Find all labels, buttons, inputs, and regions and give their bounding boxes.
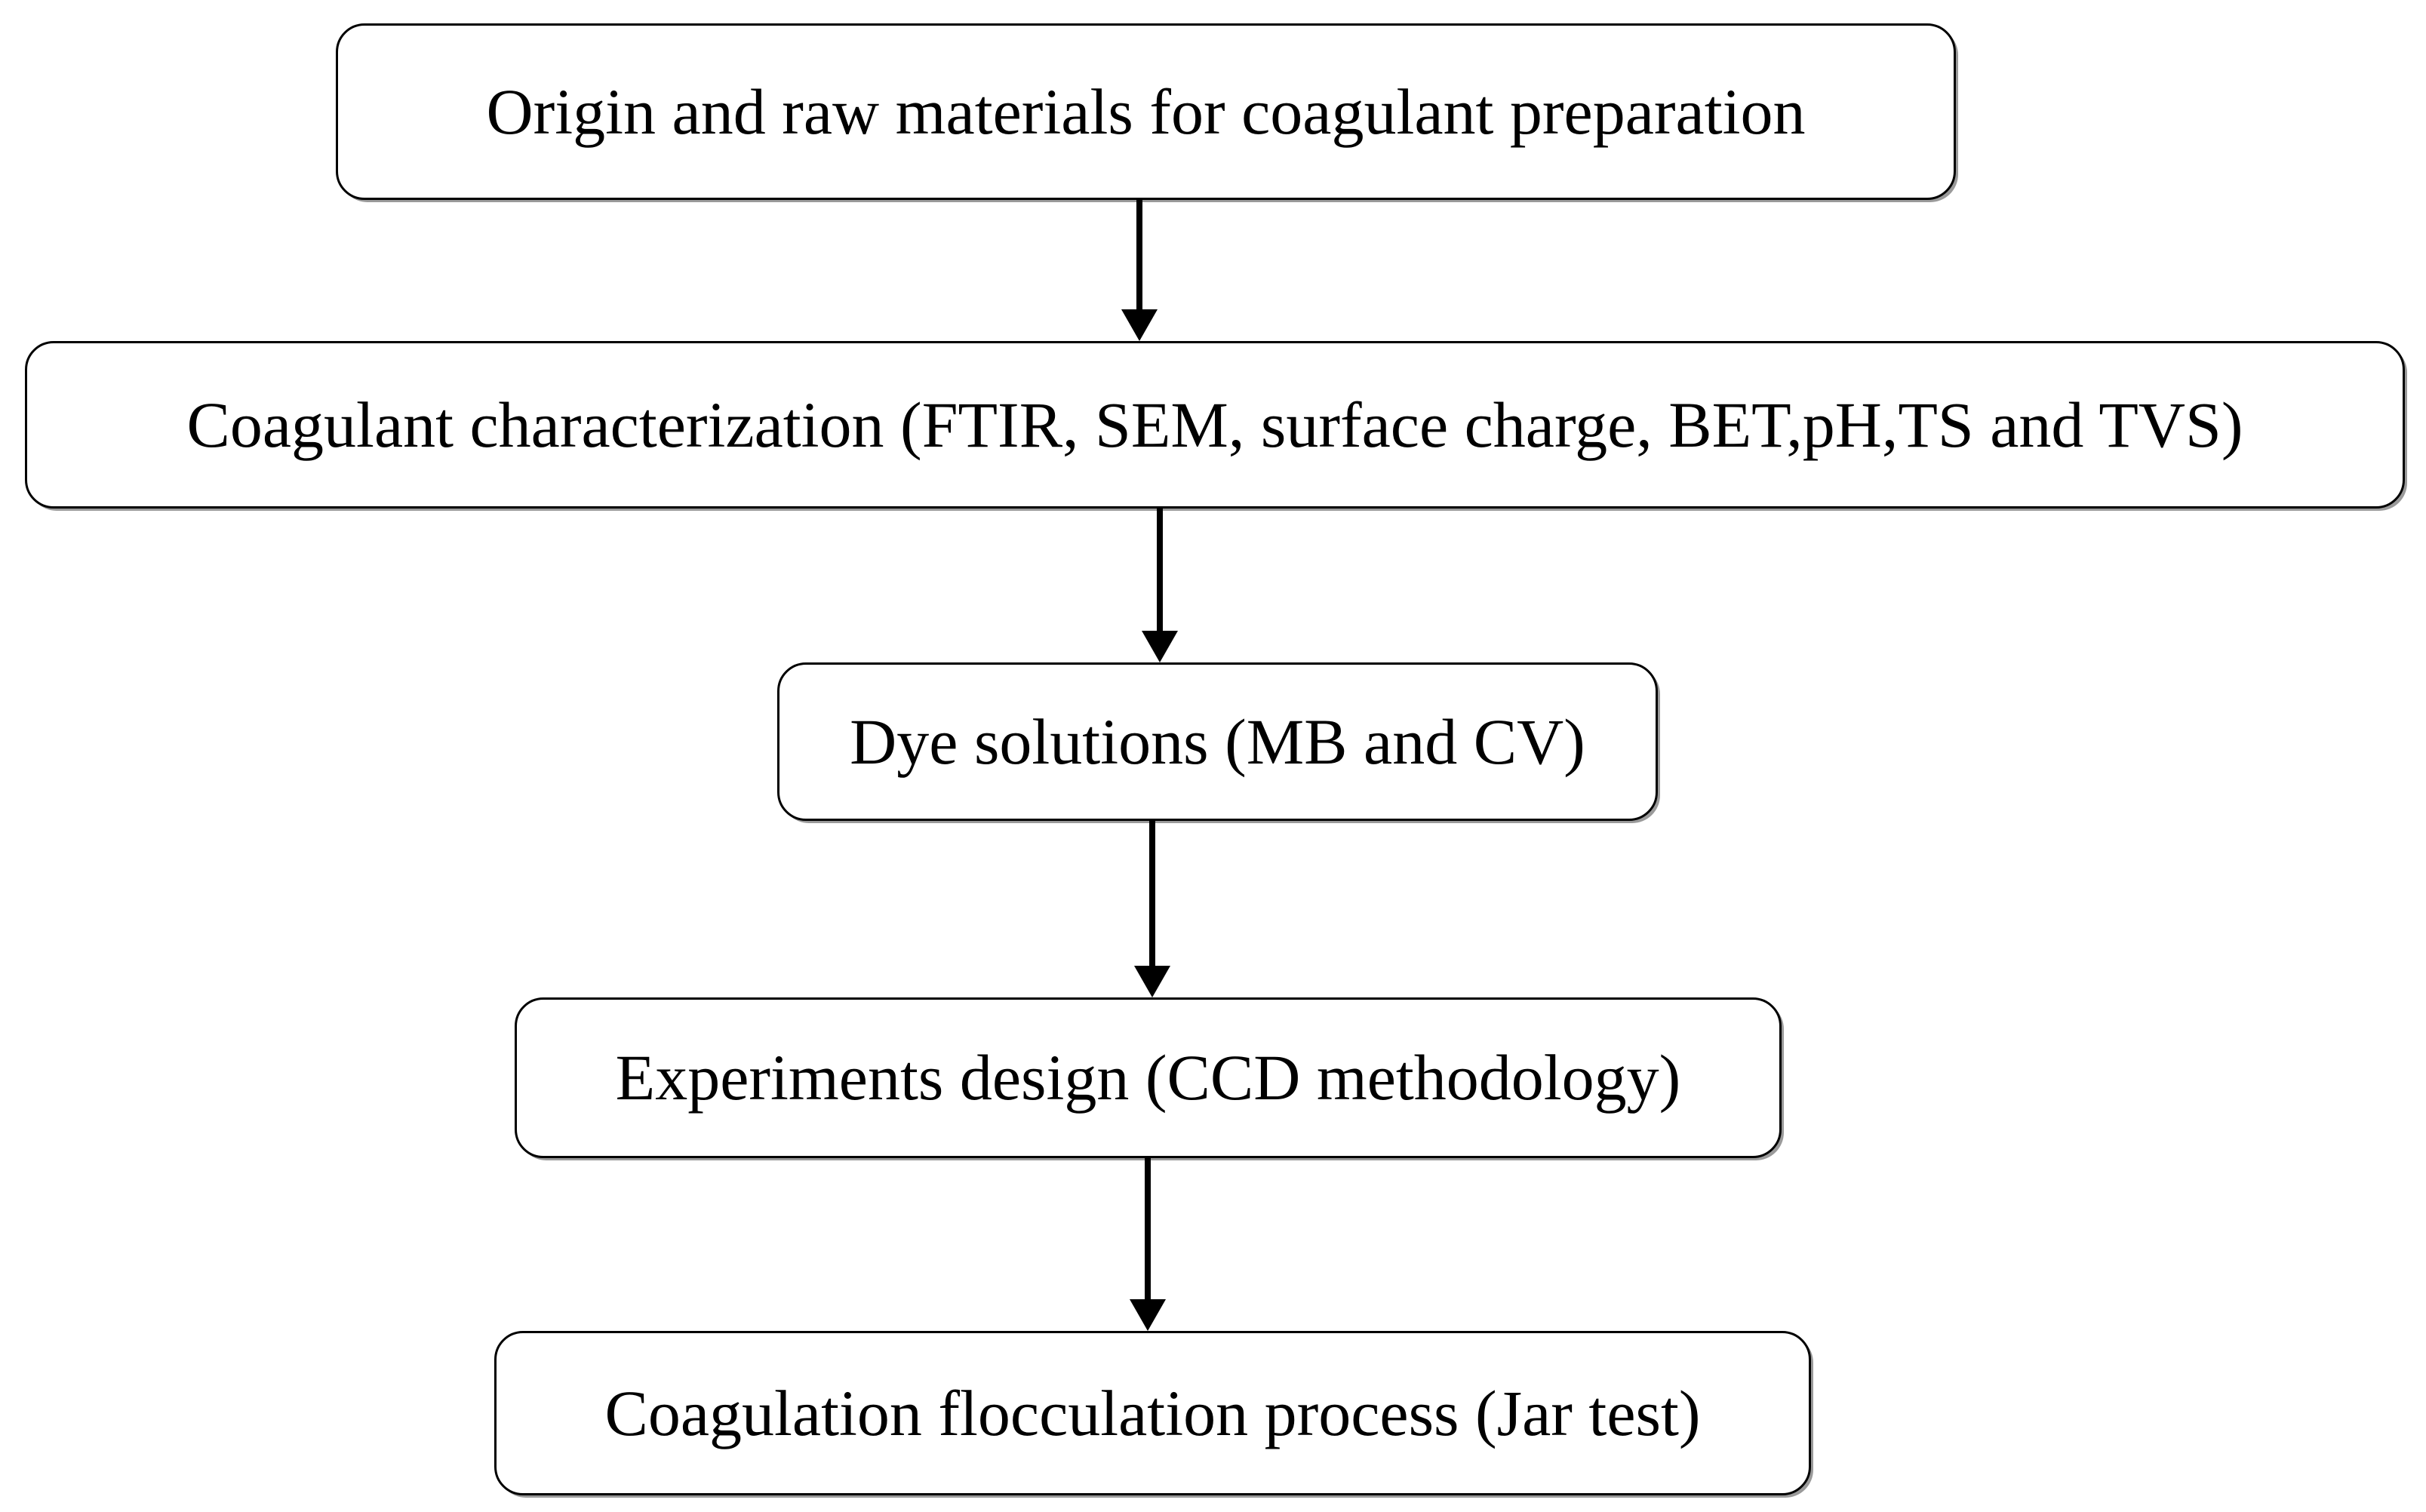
flow-node-label: Coagulation flocculation process (Jar te…	[604, 1376, 1701, 1449]
flow-node-coagulation-flocculation[interactable]: Coagulation flocculation process (Jar te…	[494, 1331, 1811, 1495]
arrow-dye-to-experiments-icon	[1131, 819, 1173, 997]
arrow-characterization-to-dye-icon	[1139, 506, 1181, 662]
flow-node-label: Experiments design (CCD methodology)	[615, 1041, 1681, 1114]
flow-node-label: Dye solutions (MB and CV)	[850, 705, 1585, 778]
flow-node-origin-raw-materials[interactable]: Origin and raw materials for coagulant p…	[336, 23, 1956, 200]
flow-node-dye-solutions[interactable]: Dye solutions (MB and CV)	[777, 662, 1658, 821]
flow-node-label: Coagulant characterization (FTIR, SEM, s…	[186, 388, 2243, 461]
arrow-experiments-to-coagulation-icon	[1127, 1156, 1169, 1331]
flow-node-label: Origin and raw materials for coagulant p…	[486, 75, 1806, 148]
flow-node-coagulant-characterization[interactable]: Coagulant characterization (FTIR, SEM, s…	[25, 341, 2405, 509]
arrow-origin-to-characterization-icon	[1118, 198, 1161, 341]
flow-node-experiments-design[interactable]: Experiments design (CCD methodology)	[515, 997, 1782, 1158]
